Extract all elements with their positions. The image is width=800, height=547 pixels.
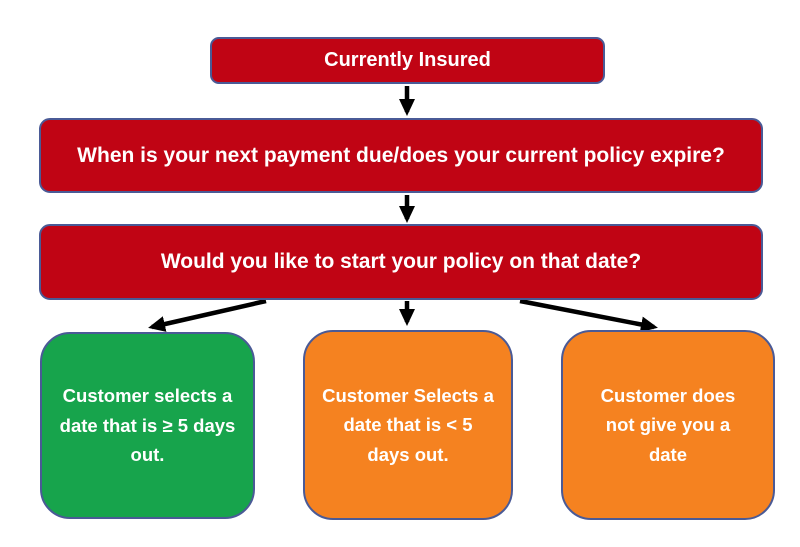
node-payment-due-question: When is your next payment due/does your … xyxy=(39,118,763,193)
node-date-5-or-more-days: Customer selects a date that is ≥ 5 days… xyxy=(40,332,255,519)
node-label: Customer Selects a date that is < 5 days… xyxy=(322,384,494,465)
arrow-start-to-orange-right xyxy=(519,298,658,333)
node-label: Currently Insured xyxy=(324,49,491,71)
node-no-date-given: Customer does not give you a date xyxy=(561,330,775,520)
node-label: Customer does not give you a date xyxy=(600,384,736,465)
node-start-policy-question: Would you like to start your policy on t… xyxy=(39,224,763,300)
node-label: When is your next payment due/does your … xyxy=(77,143,725,167)
arrow-start-to-green xyxy=(148,298,267,332)
node-label: Would you like to start your policy on t… xyxy=(160,250,642,273)
node-currently-insured: Currently Insured xyxy=(210,37,605,84)
node-label: Customer selects a date that is ≥ 5 days… xyxy=(59,385,236,466)
node-date-less-than-5-days: Customer Selects a date that is < 5 days… xyxy=(303,330,513,520)
